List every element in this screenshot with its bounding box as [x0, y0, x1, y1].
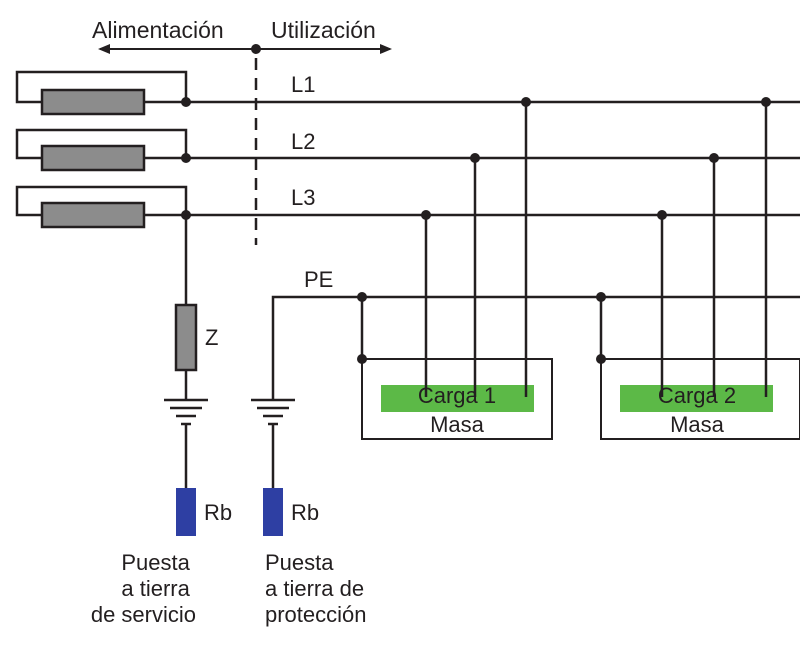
node-pe-load2: [596, 292, 606, 302]
pe-wire-down: [271, 295, 362, 400]
caption-service-line-1: Puesta: [121, 550, 190, 575]
impedance-z: [174, 303, 198, 372]
ground-icon-service: [164, 398, 208, 426]
caption-service: Puesta a tierra de servicio: [91, 550, 196, 627]
caption-protection: Puesta a tierra de protección: [265, 550, 370, 627]
resistor-label-protection: Rb: [291, 500, 319, 525]
winding-l2: [15, 128, 188, 172]
load-2: Carga 2 Masa: [596, 97, 800, 440]
winding-l2-coil: [40, 144, 146, 172]
ground-icon-protection: [251, 398, 295, 426]
caption-protection-line-1: Puesta: [265, 550, 334, 575]
label-l3: L3: [291, 185, 315, 210]
node-l1-source: [181, 97, 191, 107]
load-1-mass-label: Masa: [430, 412, 485, 437]
caption-service-line-3: de servicio: [91, 602, 196, 627]
use-label: Utilización: [271, 17, 376, 43]
label-l2: L2: [291, 129, 315, 154]
impedance-label: Z: [205, 325, 218, 350]
load-2-mass-box: [600, 358, 800, 440]
node-l2-load2: [709, 153, 719, 163]
boundary-node: [251, 44, 261, 54]
load-2-bar: [620, 385, 773, 412]
supply-label: Alimentación: [92, 17, 224, 43]
node-l1-load2: [761, 97, 771, 107]
label-pe: PE: [304, 267, 333, 292]
resistor-rb-service: [176, 488, 196, 536]
winding-l1: [15, 70, 188, 116]
load-2-name: Carga 2: [658, 383, 736, 408]
resistor-rb-protection: [263, 488, 283, 536]
resistor-label-service: Rb: [204, 500, 232, 525]
caption-protection-line-2: a tierra de: [265, 576, 364, 601]
caption-protection-line-3: protección: [265, 602, 367, 627]
load-1: Carga 1 Masa: [357, 97, 553, 440]
node-pe-load1: [357, 292, 367, 302]
caption-service-line-2: a tierra: [121, 576, 190, 601]
node-l3-load2: [657, 210, 667, 220]
node-l2-source: [181, 153, 191, 163]
node-l2-load1: [470, 153, 480, 163]
label-l1: L1: [291, 72, 315, 97]
load-1-bar: [381, 385, 534, 412]
winding-l1-coil: [40, 88, 146, 116]
node-l1-load1: [521, 97, 531, 107]
winding-l3: [15, 185, 188, 229]
load-1-name: Carga 1: [418, 383, 496, 408]
load-2-mass-label: Masa: [670, 412, 725, 437]
load-1-mass-box: [361, 358, 553, 440]
node-l3-load1: [421, 210, 431, 220]
winding-l3-coil: [40, 201, 146, 229]
